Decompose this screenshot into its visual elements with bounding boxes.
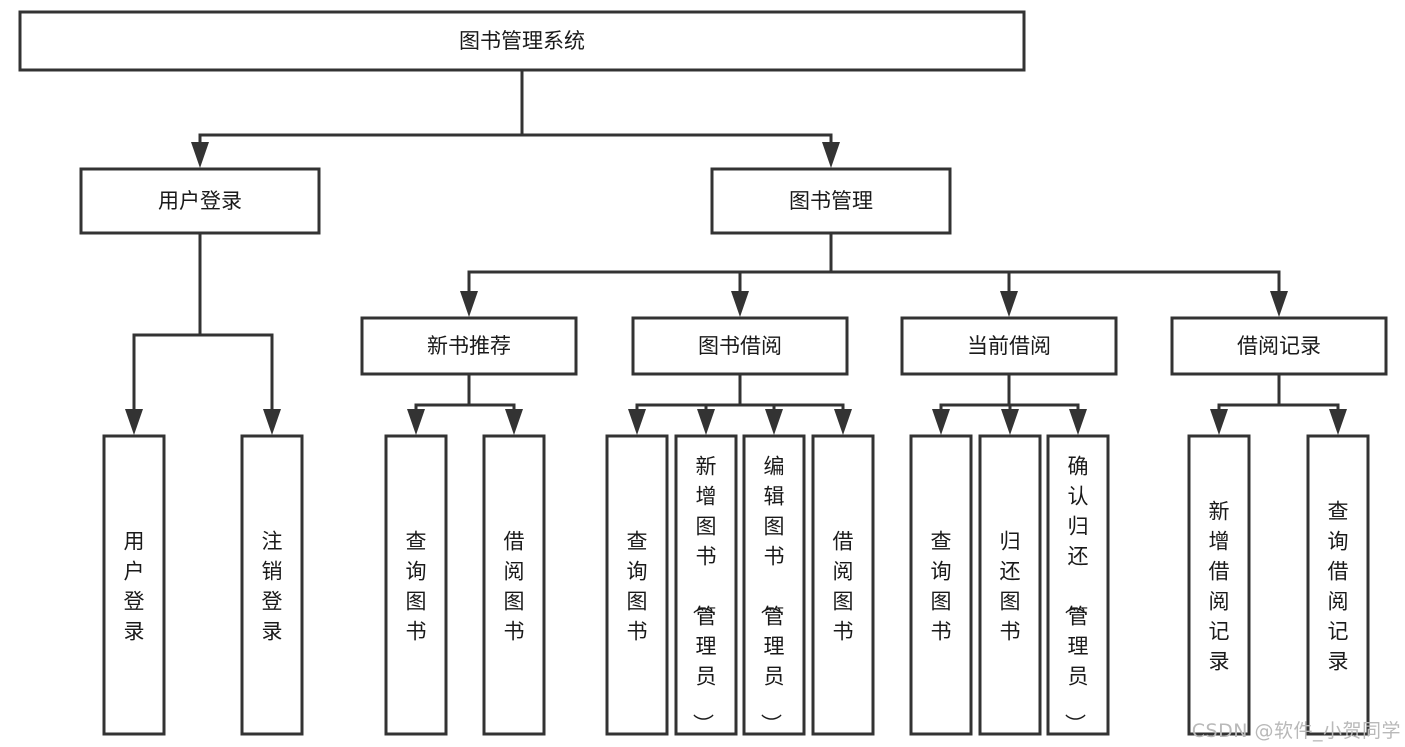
node-leaf-return-book[interactable]: 归还图书 bbox=[978, 434, 1042, 736]
node-leaf-query-book-current[interactable]: 查询图书 bbox=[909, 434, 973, 736]
node-label-leaf-user-login: 用户登录 bbox=[124, 529, 145, 643]
node-label-leaf-borrow-book: 借阅图书 bbox=[833, 529, 854, 643]
node-box-leaf-add-book[interactable] bbox=[674, 434, 738, 736]
node-box-root[interactable] bbox=[18, 10, 1026, 72]
node-box-leaf-confirm-return[interactable] bbox=[1046, 434, 1110, 736]
node-leaf-query-book-recommend[interactable]: 查询图书 bbox=[384, 434, 448, 736]
node-borrow-record[interactable]: 借阅记录 bbox=[1170, 316, 1388, 376]
node-box-user-login[interactable] bbox=[79, 167, 321, 235]
node-current-borrow[interactable]: 当前借阅 bbox=[900, 316, 1118, 376]
node-leaf-query-borrow-record[interactable]: 查询借阅记录 bbox=[1306, 434, 1370, 736]
node-label-book-manage: 图书管理 bbox=[789, 189, 873, 213]
node-new-book-recommend[interactable]: 新书推荐 bbox=[360, 316, 578, 376]
node-label-new-book-recommend: 新书推荐 bbox=[427, 334, 511, 358]
node-box-leaf-borrow-book[interactable] bbox=[811, 434, 875, 736]
connector-group-book-borrow bbox=[628, 372, 852, 435]
node-label-leaf-add-book: 新增图书（管理员） bbox=[691, 454, 717, 734]
connector-group-borrow-record bbox=[1210, 372, 1347, 435]
node-box-leaf-user-login[interactable] bbox=[102, 434, 166, 736]
node-leaf-borrow-book[interactable]: 借阅图书 bbox=[811, 434, 875, 736]
node-book-manage[interactable]: 图书管理 bbox=[710, 167, 952, 235]
node-user-login[interactable]: 用户登录 bbox=[79, 167, 321, 235]
node-box-leaf-edit-book[interactable] bbox=[742, 434, 806, 736]
connector-group-book-manage bbox=[460, 231, 1288, 317]
node-label-leaf-confirm-return: 确认归还（管理员） bbox=[1063, 454, 1089, 734]
node-box-borrow-record[interactable] bbox=[1170, 316, 1388, 376]
connector-layer bbox=[125, 68, 1347, 435]
node-leaf-add-book[interactable]: 新增图书（管理员） bbox=[674, 434, 738, 736]
node-box-leaf-query-book-borrow[interactable] bbox=[605, 434, 669, 736]
node-leaf-user-login[interactable]: 用户登录 bbox=[102, 434, 166, 736]
node-label-book-borrow: 图书借阅 bbox=[698, 334, 782, 358]
node-label-leaf-query-book-borrow: 查询图书 bbox=[627, 529, 648, 643]
node-box-leaf-query-book-current[interactable] bbox=[909, 434, 973, 736]
node-label-leaf-logout: 注销登录 bbox=[262, 529, 283, 643]
node-leaf-logout[interactable]: 注销登录 bbox=[240, 434, 304, 736]
node-label-leaf-query-borrow-record: 查询借阅记录 bbox=[1328, 499, 1349, 673]
node-box-leaf-add-borrow-record[interactable] bbox=[1187, 434, 1251, 736]
node-label-user-login: 用户登录 bbox=[158, 189, 242, 213]
node-box-current-borrow[interactable] bbox=[900, 316, 1118, 376]
node-leaf-borrow-book-recommend[interactable]: 借阅图书 bbox=[482, 434, 546, 736]
node-box-book-borrow[interactable] bbox=[631, 316, 849, 376]
node-root[interactable]: 图书管理系统 bbox=[18, 10, 1026, 72]
node-box-book-manage[interactable] bbox=[710, 167, 952, 235]
node-label-leaf-add-borrow-record: 新增借阅记录 bbox=[1209, 499, 1230, 673]
node-box-leaf-return-book[interactable] bbox=[978, 434, 1042, 736]
node-layer: 图书管理系统用户登录图书管理新书推荐图书借阅当前借阅借阅记录用户登录注销登录查询… bbox=[18, 10, 1388, 736]
node-leaf-add-borrow-record[interactable]: 新增借阅记录 bbox=[1187, 434, 1251, 736]
node-label-current-borrow: 当前借阅 bbox=[967, 334, 1051, 358]
node-box-leaf-borrow-book-recommend[interactable] bbox=[482, 434, 546, 736]
node-leaf-query-book-borrow[interactable]: 查询图书 bbox=[605, 434, 669, 736]
node-leaf-confirm-return[interactable]: 确认归还（管理员） bbox=[1046, 434, 1110, 736]
node-label-leaf-edit-book: 编辑图书（管理员） bbox=[759, 454, 785, 734]
connector-group-new-book-recommend bbox=[407, 372, 523, 435]
node-label-leaf-borrow-book-recommend: 借阅图书 bbox=[504, 529, 525, 643]
node-label-leaf-query-book-current: 查询图书 bbox=[931, 529, 952, 643]
node-label-borrow-record: 借阅记录 bbox=[1237, 334, 1321, 358]
node-leaf-edit-book[interactable]: 编辑图书（管理员） bbox=[742, 434, 806, 736]
node-label-leaf-return-book: 归还图书 bbox=[1000, 529, 1021, 643]
connector-group-root bbox=[191, 68, 840, 168]
node-box-leaf-query-book-recommend[interactable] bbox=[384, 434, 448, 736]
connector-group-user-login bbox=[125, 231, 281, 435]
node-label-root: 图书管理系统 bbox=[459, 29, 585, 53]
node-box-new-book-recommend[interactable] bbox=[360, 316, 578, 376]
connector-group-current-borrow bbox=[932, 372, 1087, 435]
node-box-leaf-logout[interactable] bbox=[240, 434, 304, 736]
node-book-borrow[interactable]: 图书借阅 bbox=[631, 316, 849, 376]
node-box-leaf-query-borrow-record[interactable] bbox=[1306, 434, 1370, 736]
node-label-leaf-query-book-recommend: 查询图书 bbox=[406, 529, 427, 643]
